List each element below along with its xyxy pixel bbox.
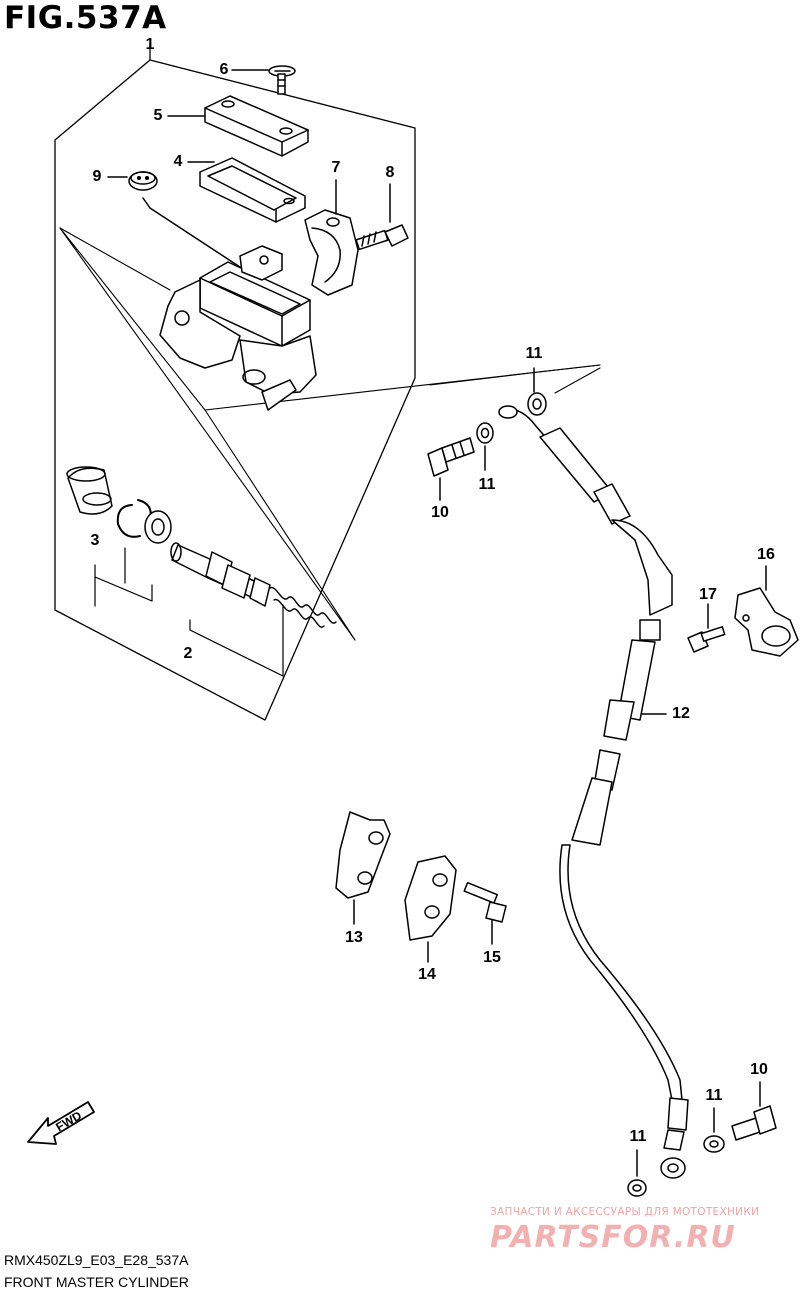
assembly-frame	[54, 59, 416, 721]
washer-part-11-bottom	[627, 1135, 725, 1197]
clamp-holder-part-7	[304, 209, 359, 296]
callout-14: 14	[418, 966, 436, 983]
callout-12: 12	[672, 705, 690, 722]
master-cylinder-body	[159, 245, 317, 411]
callout-13: 13	[345, 929, 363, 946]
screw-part-6	[268, 65, 296, 95]
screw-part-17	[687, 626, 726, 653]
watermark-logo: PARTSFOR.RU	[490, 1220, 736, 1255]
figure-code: RMX450ZL9_E03_E28_537A	[4, 1252, 189, 1268]
bracket-part-14	[404, 855, 457, 941]
hose-clamp-part-16	[734, 587, 799, 657]
washer-part-11-top	[476, 392, 547, 444]
boot-seal-part-3	[66, 466, 172, 544]
callout-10-top: 10	[431, 504, 449, 521]
callout-1: 1	[145, 36, 155, 53]
piston-assembly-part-2	[170, 542, 337, 628]
callout-11-top-right: 11	[525, 345, 543, 362]
callout-11-bottom-right: 11	[705, 1087, 723, 1104]
bolt-part-15	[463, 881, 507, 923]
callout-8: 8	[385, 164, 395, 181]
wedge-lines	[59, 227, 356, 641]
watermark-tagline: ЗАПЧАСТИ И АКСЕССУАРЫ ДЛЯ МОТОТЕХНИКИ	[490, 1206, 760, 1218]
callout-11-top-left: 11	[478, 476, 496, 493]
banjo-bolt-part-10-top	[427, 437, 475, 477]
plug-part-9	[128, 171, 158, 191]
callout-3: 3	[90, 532, 100, 549]
brake-hose-part-12	[498, 405, 689, 1179]
callout-15: 15	[483, 949, 501, 966]
callout-7: 7	[331, 159, 341, 176]
figure-name: FRONT MASTER CYLINDER	[4, 1274, 189, 1290]
bolt-part-8	[355, 224, 409, 251]
reservoir-cap-part-5	[204, 95, 309, 157]
callout-5: 5	[153, 107, 163, 124]
callout-17: 17	[699, 586, 717, 603]
callout-9: 9	[92, 168, 102, 185]
forward-arrow-icon: FWD	[27, 1101, 95, 1145]
callout-6: 6	[219, 61, 229, 78]
callout-11-bottom-left: 11	[629, 1128, 647, 1145]
callout-10-bottom: 10	[750, 1061, 768, 1078]
banjo-bolt-part-10-bottom	[731, 1105, 777, 1141]
callout-16: 16	[757, 546, 775, 563]
diaphragm-part-4	[199, 157, 306, 223]
callout-2: 2	[183, 645, 193, 662]
figure-title: FIG.537A	[4, 0, 167, 36]
callout-4: 4	[173, 153, 183, 170]
bracket-part-13	[335, 811, 391, 899]
